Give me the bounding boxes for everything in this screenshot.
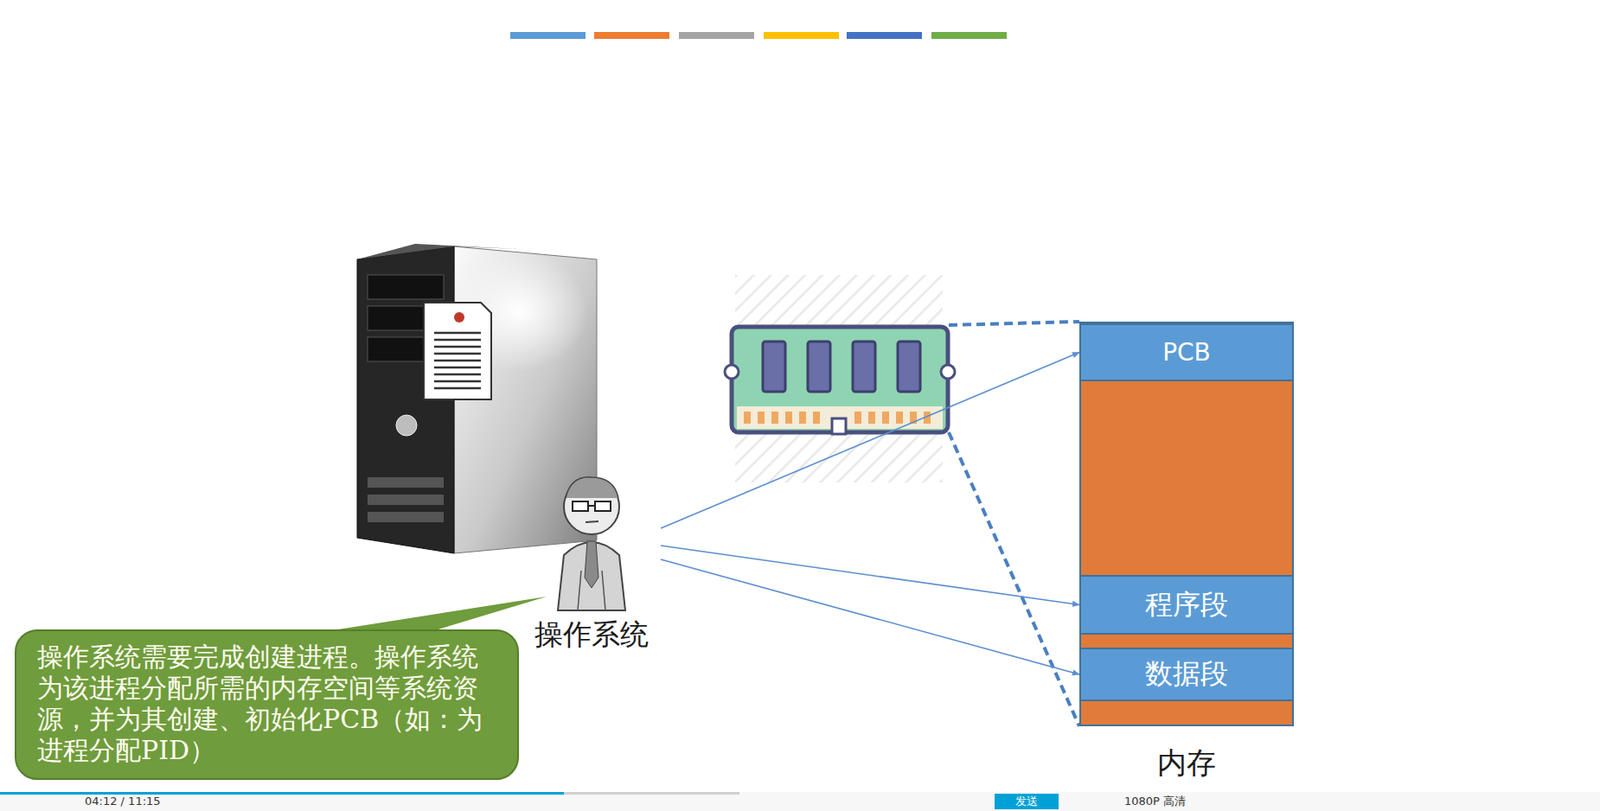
arrow-connector: [660, 545, 1080, 606]
ram-chip: [852, 341, 876, 392]
document-dot: [454, 312, 465, 323]
power-button: [396, 415, 417, 436]
zoom-lines: [948, 321, 1080, 727]
ram-notch: [940, 364, 955, 379]
arrow-connector: [660, 559, 1080, 675]
title-bars: [510, 32, 1007, 39]
color-bar: [931, 32, 1007, 39]
vent: [367, 512, 444, 523]
person-body: [557, 542, 626, 611]
document-icon: [423, 302, 492, 400]
person-tie: [584, 541, 599, 589]
person-arms: [577, 570, 606, 611]
program-segment: 程序段: [1079, 575, 1294, 635]
zoom-line: [948, 432, 1080, 727]
quality-label: 1080P 高清: [1124, 793, 1186, 810]
person-figure: [557, 477, 626, 611]
person-glasses: [572, 501, 589, 512]
node-label: 操作系统: [534, 618, 649, 652]
arrow-connector: [660, 352, 1080, 530]
person-mouth: [585, 521, 599, 523]
os-figure: 操作系统: [522, 473, 661, 652]
color-bar: [510, 32, 586, 39]
callout-bubble: 操作系统需要完成创建进程。操作系统为该进程分配所需的内存空间等系统资源，并为其创…: [14, 629, 519, 781]
node-label: 操作系统需要完成创建进程。操作系统为该进程分配所需的内存空间等系统资源，并为其创…: [37, 641, 500, 767]
vent: [367, 477, 444, 488]
zoom-line: [948, 321, 1080, 326]
document-sheet: [423, 302, 492, 400]
person-glasses: [588, 505, 596, 507]
pcb-block: PCB: [1079, 323, 1294, 382]
tower-top: [357, 243, 519, 260]
drive-bay: [367, 275, 444, 300]
ram-notch: [832, 418, 846, 435]
player-bar: [0, 792, 1600, 811]
person-glasses: [595, 501, 611, 512]
vent: [367, 494, 444, 506]
data-segment: 数据段: [1079, 647, 1294, 702]
player-time: 04:12 / 11:15: [84, 793, 161, 810]
person-hair: [565, 477, 619, 499]
progress-fill: [0, 792, 564, 795]
ram-chip: [897, 341, 921, 392]
ram-stick: [724, 275, 955, 483]
color-bar: [846, 32, 922, 39]
computer-tower: [357, 243, 597, 554]
color-bar: [763, 32, 839, 39]
color-bar: [678, 32, 755, 39]
node-label: PCB: [1162, 338, 1211, 367]
ram-chip: [762, 341, 786, 392]
ram-notch: [724, 364, 739, 379]
memory-heading: 内存: [1081, 747, 1293, 780]
document-lines: [434, 332, 481, 389]
send-button-label: 发送: [994, 793, 1059, 810]
color-bar: [594, 32, 670, 39]
ram-chip: [807, 341, 831, 392]
node-label: 程序段: [1145, 586, 1229, 625]
node-label: 数据段: [1145, 655, 1229, 694]
memory-column: 内存PCB程序段数据段: [1079, 321, 1294, 727]
ram-board: [731, 326, 948, 433]
